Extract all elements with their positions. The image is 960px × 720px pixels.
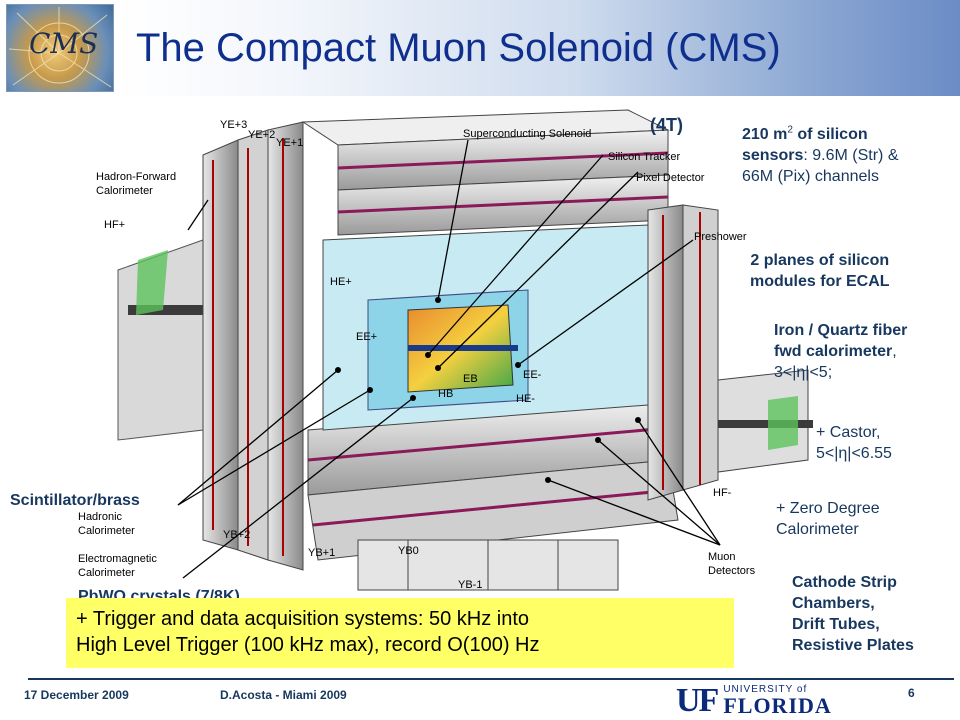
label-he-minus: HE- <box>516 393 535 405</box>
castor-line-2: 5<|η|<6.55 <box>816 445 892 462</box>
zdc-note: + Zero Degree Calorimeter <box>776 498 880 540</box>
footer-date: 17 December 2009 <box>24 688 129 702</box>
label-superconducting-solenoid: Superconducting Solenoid <box>463 128 591 140</box>
label-he-plus: HE+ <box>330 276 352 288</box>
silicon-line-2: sensors: 9.6M (Str) & <box>742 145 899 166</box>
cms-logo: CMS <box>6 4 114 92</box>
uf-logo-bottom: FLORIDA <box>723 693 832 718</box>
field-strength-label: (4T) <box>650 115 683 135</box>
footer-divider <box>28 678 954 680</box>
silicon-sensors: sensors <box>742 147 804 164</box>
label-ye2: YE+2 <box>248 129 275 141</box>
page-number: 6 <box>908 686 915 700</box>
label-ee-minus: EE- <box>523 369 542 381</box>
cms-logo-text: CMS <box>29 27 99 60</box>
iron-line-3: 3<|η|<5; <box>774 364 833 381</box>
label-em-2: Calorimeter <box>78 567 135 579</box>
hf-green-right <box>768 396 798 450</box>
planes-line-1: 2 planes of silicon <box>750 252 890 269</box>
title-band <box>0 0 960 96</box>
beam-pipe-left <box>128 305 208 315</box>
slide-title: The Compact Muon Solenoid (CMS) <box>136 26 781 70</box>
label-hf-calorimeter-2: Calorimeter <box>96 185 153 197</box>
trigger-line-2: High Level Trigger (100 kHz max), record… <box>76 634 540 656</box>
silicon-sensors-rest: : 9.6M (Str) & <box>803 147 899 164</box>
silicon-note: 210 m2 of silicon sensors: 9.6M (Str) & … <box>742 124 899 187</box>
label-yb0: YB0 <box>398 545 419 557</box>
cathode-line-1: Cathode Strip <box>792 574 897 591</box>
iron-line-1: Iron / Quartz fiber <box>774 322 908 339</box>
silicon-area-sup: 2 <box>787 124 793 136</box>
trigger-callout: + Trigger and data acquisition systems: … <box>66 598 734 668</box>
muon-tech-note: Cathode Strip Chambers, Drift Tubes, Res… <box>792 572 914 656</box>
castor-line-1: + Castor, <box>816 424 881 441</box>
label-ye3: YE+3 <box>220 119 247 131</box>
label-preshower: Preshower <box>694 231 747 243</box>
label-ybm1: YB-1 <box>458 579 482 591</box>
iron-line-2-rest: , <box>892 343 897 360</box>
trigger-line-1: + Trigger and data acquisition systems: … <box>76 608 530 630</box>
silicon-line-1: 210 m2 of silicon <box>742 124 899 145</box>
label-muon-1: Muon <box>708 551 736 563</box>
silicon-area: 210 m <box>742 126 788 143</box>
label-yb1: YB+1 <box>308 547 335 559</box>
right-endcap <box>647 204 719 501</box>
uf-logo-top: UNIVERSITY of <box>723 684 808 695</box>
label-hf-plus: HF+ <box>104 219 125 231</box>
uf-logo-mark: UF <box>676 682 719 719</box>
cms-logo-art <box>8 7 112 88</box>
iron-note: Iron / Quartz fiber fwd calorimeter, 3<|… <box>774 320 907 383</box>
label-hb: HB <box>438 388 453 400</box>
silicon-area-rest: of silicon <box>792 126 868 143</box>
hf-green-left <box>136 250 168 315</box>
label-pixel-detector: Pixel Detector <box>636 172 705 184</box>
label-em-1: Electromagnetic <box>78 553 157 565</box>
label-hadronic-1: Hadronic <box>78 511 123 523</box>
label-eb: EB <box>463 373 478 385</box>
label-hf-minus: HF- <box>713 487 732 499</box>
beam-pipe-right <box>718 420 813 428</box>
beam-line-core <box>408 345 518 351</box>
uf-logo-words: UNIVERSITY of FLORIDA <box>723 685 831 717</box>
cathode-line-4: Resistive Plates <box>792 637 914 654</box>
preshower-note: 2 planes of silicon modules for ECAL <box>750 250 890 292</box>
left-endcap-discs <box>202 121 304 571</box>
planes-line-2: modules for ECAL <box>750 273 890 290</box>
label-ye1: YE+1 <box>276 137 303 149</box>
barrel-bottom-slabs <box>307 399 679 591</box>
zdc-line-1: + Zero Degree <box>776 500 880 517</box>
label-hf-calorimeter-1: Hadron-Forward <box>96 171 176 183</box>
label-hadronic-2: Calorimeter <box>78 525 135 537</box>
label-ee-plus: EE+ <box>356 331 377 343</box>
scintillator-label: Scintillator/brass <box>10 492 140 509</box>
label-yb2: YB+2 <box>223 529 250 541</box>
silicon-line-3: 66M (Pix) channels <box>742 168 879 185</box>
label-silicon-tracker: Silicon Tracker <box>608 151 680 163</box>
castor-note: + Castor, 5<|η|<6.55 <box>816 422 892 464</box>
footer-author: D.Acosta - Miami 2009 <box>220 688 347 702</box>
cms-detector-diagram: YE+3 YE+2 YE+1 Superconducting Solenoid … <box>78 109 813 591</box>
cathode-line-2: Chambers, <box>792 595 875 612</box>
label-muon-2: Detectors <box>708 565 756 577</box>
uf-logo: UF UNIVERSITY of FLORIDA <box>676 682 832 719</box>
leader-lines <box>177 139 721 579</box>
leader-dots <box>335 297 641 483</box>
iron-line-2-bold: fwd calorimeter <box>774 343 893 360</box>
zdc-line-2: Calorimeter <box>776 521 859 538</box>
cathode-line-3: Drift Tubes, <box>792 616 880 633</box>
iron-line-2: fwd calorimeter, <box>774 341 907 362</box>
